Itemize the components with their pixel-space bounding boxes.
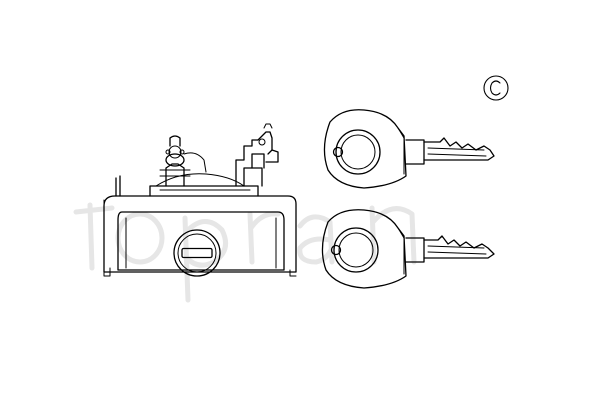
copyright-icon	[483, 75, 509, 101]
lock-bracket	[235, 123, 279, 187]
brand-watermark-logo	[73, 202, 417, 303]
key-icon	[323, 109, 495, 189]
lock-cylinder	[173, 229, 221, 277]
key-icon	[321, 209, 495, 289]
door-lock-handle-icon	[103, 123, 297, 277]
lock-rod-assembly	[159, 135, 207, 187]
